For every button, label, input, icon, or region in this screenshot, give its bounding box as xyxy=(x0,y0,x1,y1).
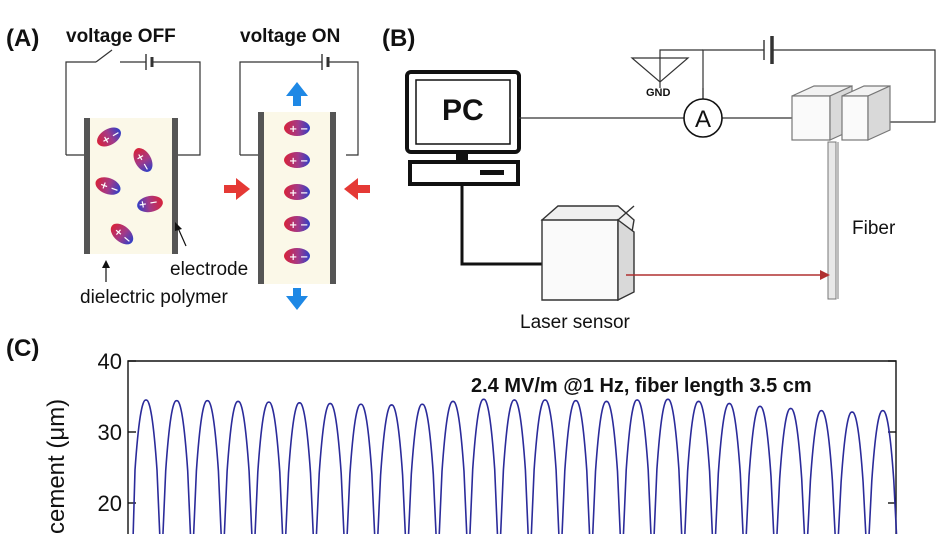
dipole: +− xyxy=(284,216,310,232)
signal-peak-point xyxy=(390,404,393,406)
signal-peak-point xyxy=(667,398,669,401)
signal-peak-point xyxy=(421,403,424,406)
dipole: −+ xyxy=(137,196,163,213)
panel-a: (A) voltage OFF voltage ON +− +− +− −+ +… xyxy=(6,25,370,310)
signal-peak-point xyxy=(175,399,178,402)
svg-text:+: + xyxy=(289,156,297,167)
dipole: +− xyxy=(284,152,310,168)
dipole: +− xyxy=(284,248,310,264)
y-tick-label-0: 20 xyxy=(98,491,122,516)
chart-annotation: 2.4 MV/m @1 Hz, fiber length 3.5 cm xyxy=(471,375,812,397)
left-electrode-off xyxy=(84,118,90,254)
ammeter-icon xyxy=(683,98,723,138)
laser-beam xyxy=(626,270,830,280)
voltage-on-label: voltage ON xyxy=(240,26,340,47)
svg-text:−: − xyxy=(300,124,308,135)
signal-peak-point xyxy=(759,405,761,408)
elongation-arrow-up xyxy=(286,82,308,106)
electrode-pointer xyxy=(175,222,187,247)
dipole: +− xyxy=(284,120,310,136)
signal-peak-point xyxy=(820,409,823,412)
compression-arrow-left xyxy=(224,178,250,200)
signal-peak-point xyxy=(882,409,884,412)
svg-text:+: + xyxy=(98,180,110,193)
pc-label: PC xyxy=(442,94,484,127)
circuit-on xyxy=(239,54,359,156)
y-ticks: 20 30 40 xyxy=(98,349,896,516)
svg-text:+: + xyxy=(289,124,297,135)
electrode-blocks xyxy=(791,85,891,141)
pc-icon xyxy=(405,70,521,186)
panel-c-label: (C) xyxy=(6,335,39,362)
dipole: +− xyxy=(284,184,310,200)
signal-peak-point xyxy=(206,399,209,402)
signal-peak-point xyxy=(636,399,638,401)
signal-peak-point xyxy=(544,399,546,401)
svg-text:+: + xyxy=(138,198,148,210)
svg-text:−: − xyxy=(300,156,308,167)
voltage-off-label: voltage OFF xyxy=(66,26,176,47)
dielectric-polymer-label: dielectric polymer xyxy=(80,287,228,308)
svg-text:−: − xyxy=(300,188,308,199)
compression-arrow-right xyxy=(344,178,370,200)
elongation-arrow-down xyxy=(286,288,308,310)
electrode-label: electrode xyxy=(170,259,248,280)
laser-sensor-label: Laser sensor xyxy=(520,312,631,333)
fiber xyxy=(827,141,839,300)
signal-peak-point xyxy=(329,402,332,405)
y-axis-label: cement (μm) xyxy=(43,399,70,534)
signal-peak-point xyxy=(728,402,731,405)
signal-peak-point xyxy=(268,401,270,403)
sensor-cable xyxy=(460,184,548,266)
ammeter-label: A xyxy=(695,106,711,133)
signal-peak-point xyxy=(575,399,577,402)
ground-icon xyxy=(630,49,703,83)
svg-text:+: + xyxy=(289,220,297,231)
panel-c: (C) 20 30 40 cement (μm) 2.4 MV/m @1 Hz, f… xyxy=(6,335,898,534)
signal-peak-point xyxy=(513,399,516,401)
dipoles-off: +− +− +− −+ +− xyxy=(95,127,163,247)
fiber-label: Fiber xyxy=(852,218,896,239)
left-electrode-on xyxy=(258,112,264,284)
y-tick-label-1: 30 xyxy=(98,420,122,445)
signal-peak-point xyxy=(697,400,700,403)
signal-peak-point xyxy=(145,399,147,401)
signal-peak-point xyxy=(360,403,362,406)
panel-a-label: (A) xyxy=(6,25,39,52)
right-electrode-on xyxy=(330,112,336,284)
signal-peak-point xyxy=(237,400,239,403)
panel-b: (B) PC GND A xyxy=(382,25,936,333)
dipole: +− xyxy=(133,148,153,173)
right-electrode-off xyxy=(172,118,178,254)
signal-peak-point xyxy=(298,402,301,404)
svg-text:−: − xyxy=(300,252,308,263)
polymer-pointer xyxy=(102,260,110,282)
signal-peak-point xyxy=(789,407,792,410)
svg-text:+: + xyxy=(289,252,297,263)
peak-marks xyxy=(145,398,884,413)
displacement-series-line xyxy=(132,398,898,534)
dipoles-on: +− +− +− +− +− xyxy=(284,120,310,264)
y-tick-label-2: 40 xyxy=(98,349,122,374)
signal-peak-point xyxy=(851,411,853,413)
svg-text:−: − xyxy=(300,220,308,231)
circuit-off xyxy=(65,49,201,156)
gnd-label: GND xyxy=(646,87,671,99)
dipole: +− xyxy=(110,223,133,247)
dipole: +− xyxy=(95,177,121,196)
signal-peak-point xyxy=(482,398,485,401)
laser-sensor-icon xyxy=(540,205,635,302)
svg-text:+: + xyxy=(289,188,297,199)
svg-text:−: − xyxy=(148,196,158,208)
signal-peak-point xyxy=(452,400,454,403)
plot-frame xyxy=(127,360,897,534)
open-switch xyxy=(95,49,113,63)
svg-text:−: − xyxy=(108,183,120,196)
dipole: +− xyxy=(97,127,122,147)
panel-b-label: (B) xyxy=(382,25,415,52)
signal-peak-point xyxy=(605,400,608,403)
